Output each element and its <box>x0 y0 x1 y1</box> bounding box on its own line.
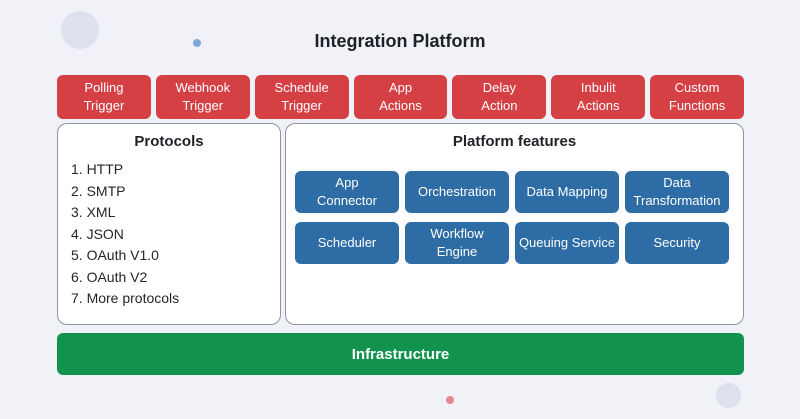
trigger-block-schedule-trigger: Schedule Trigger <box>254 75 349 119</box>
protocol-item-xml: 3. XML <box>71 204 116 220</box>
trigger-block-inbulit-actions: Inbulit Actions <box>551 75 646 119</box>
trigger-block-webhook-trigger: Webhook Trigger <box>155 75 250 119</box>
feature-block-workflow-engine: Workflow Engine <box>405 222 509 264</box>
decorative-circle-bottom-right-icon <box>716 383 741 408</box>
decorative-blue-dot-icon <box>193 39 201 47</box>
protocol-item-smtp: 2. SMTP <box>71 182 126 199</box>
feature-block-orchestration: Orchestration <box>405 171 509 213</box>
feature-block-data-mapping: Data Mapping <box>515 171 619 213</box>
protocols-panel: Protocols 1. HTTP 2. SMTP 3. XML 4. JSON 5. … <box>57 123 281 325</box>
protocols-title: Protocols <box>134 133 204 150</box>
infrastructure-label: Infrastructure <box>351 345 450 363</box>
platform-features-title: Platform features <box>452 133 577 150</box>
decorative-pink-dot-icon <box>446 396 454 404</box>
protocol-item-oauth-v1-0: 5. OAuth V1.0 <box>71 247 159 263</box>
trigger-block-polling-trigger: Polling Trigger <box>57 75 151 119</box>
feature-block-data-transformation: Data Transformation <box>625 171 729 213</box>
trigger-block-app-actions: App Actions <box>353 75 448 119</box>
infrastructure-bar: Infrastructure <box>57 333 744 375</box>
protocols-list: 1. HTTP 2. SMTP 3. XML 4. JSON 5. OAuth V1.0… <box>71 159 280 310</box>
protocol-item-more-protocols: 7. More protocols <box>71 290 180 306</box>
trigger-block-custom-functions: Custom Functions <box>650 75 745 119</box>
feature-block-scheduler: Scheduler <box>295 222 399 264</box>
protocol-item-oauth-v2: 6. OAuth V2 <box>71 268 148 285</box>
middle-panels: Protocols 1. HTTP 2. SMTP 3. XML 4. JSON 5. … <box>57 123 744 325</box>
trigger-block-delay-action: Delay Action <box>452 75 547 119</box>
protocol-item-http: 1. HTTP <box>71 161 124 177</box>
decorative-circle-top-left-icon <box>61 11 99 49</box>
page-title: Integration Platform <box>314 31 486 51</box>
protocol-item-json: 4. JSON <box>71 225 124 242</box>
feature-block-security: Security <box>625 222 729 264</box>
feature-block-queuing-service: Queuing Service <box>515 222 619 264</box>
feature-block-app-connector: App Connector <box>295 171 399 213</box>
